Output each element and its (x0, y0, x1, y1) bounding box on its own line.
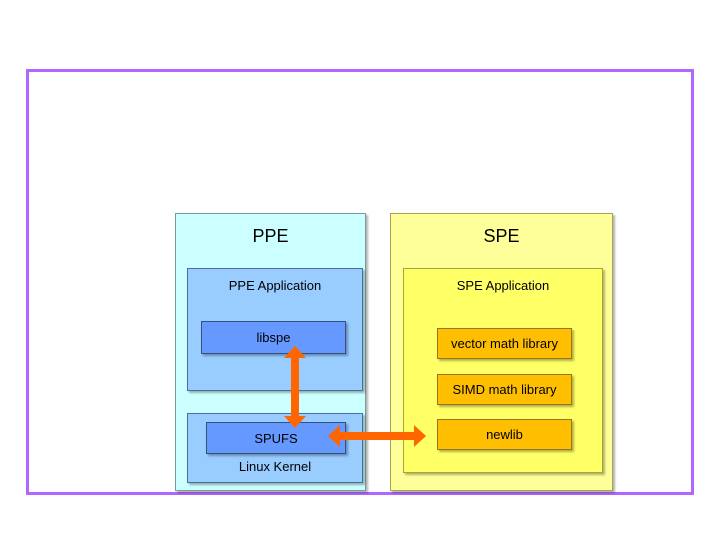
simd-math-library-box[interactable]: SIMD math library (437, 374, 572, 405)
ppe-application-box[interactable]: PPE Application libspe (187, 268, 363, 391)
simd-math-library-label: SIMD math library (452, 382, 557, 397)
spufs-box[interactable]: SPUFS (206, 422, 346, 454)
libspe-label: libspe (256, 330, 291, 345)
arrow-shaft-horizontal (338, 432, 416, 440)
spe-panel[interactable]: SPE SPE Application vector math library … (390, 213, 613, 491)
libspe-spufs-arrow (284, 346, 306, 428)
spe-application-box[interactable]: SPE Application vector math library SIMD… (403, 268, 603, 473)
arrow-head-left-icon (328, 425, 340, 447)
spufs-label: SPUFS (254, 430, 298, 446)
ppe-panel-title: PPE (252, 226, 289, 246)
slide-frame: PPE PPE Application libspe Linux Kernel … (26, 69, 694, 495)
newlib-box[interactable]: newlib (437, 419, 572, 450)
arrow-shaft-vertical (291, 356, 299, 418)
ppe-panel[interactable]: PPE PPE Application libspe Linux Kernel … (175, 213, 366, 491)
spe-panel-title: SPE (483, 226, 520, 246)
arrow-head-up-icon (284, 346, 306, 358)
spe-application-title: SPE Application (456, 278, 550, 293)
linux-kernel-box[interactable]: Linux Kernel SPUFS (187, 413, 363, 483)
arrow-head-down-icon (284, 416, 306, 428)
newlib-label: newlib (486, 427, 523, 442)
arrow-head-right-icon (414, 425, 426, 447)
vector-math-library-box[interactable]: vector math library (437, 328, 572, 359)
libspe-box[interactable]: libspe (201, 321, 346, 354)
ppe-application-title: PPE Application (228, 278, 322, 293)
linux-kernel-title: Linux Kernel (238, 459, 312, 474)
spufs-spe-arrow (328, 425, 426, 447)
vector-math-library-label: vector math library (451, 336, 558, 351)
